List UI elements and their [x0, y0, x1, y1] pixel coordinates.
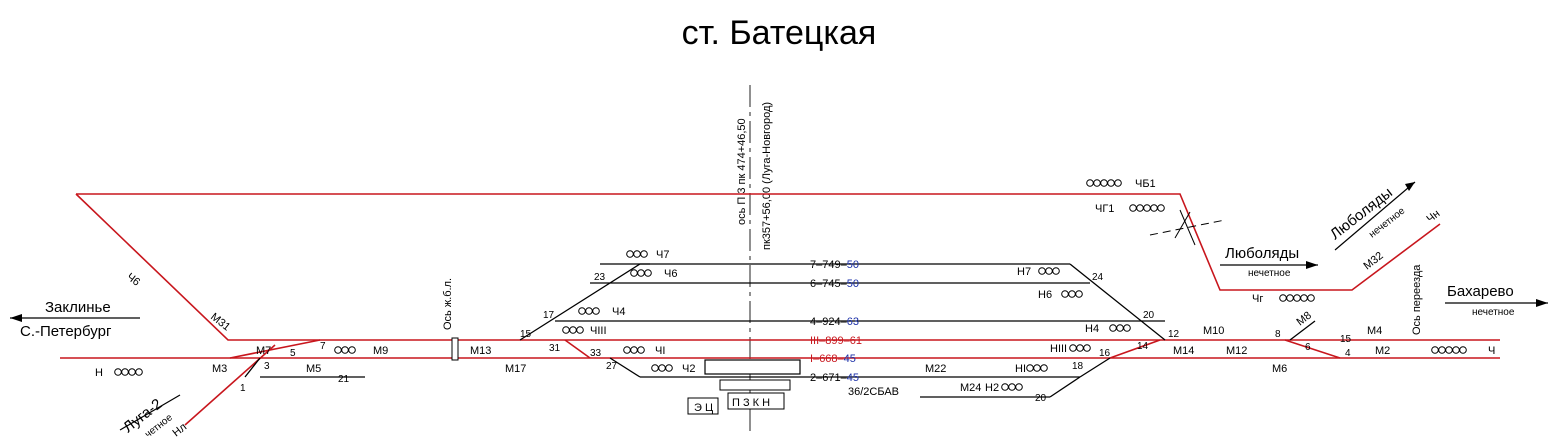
svg-text:ЧГ1: ЧГ1 [1095, 203, 1114, 215]
svg-text:М13: М13 [470, 345, 491, 357]
svg-text:Чг: Чг [1252, 293, 1263, 305]
svg-text:М8: М8 [1294, 309, 1313, 328]
svg-text:Ч7: Ч7 [656, 249, 669, 261]
svg-text:18: 18 [1072, 361, 1084, 372]
crossing-marks [1149, 209, 1226, 246]
svg-text:С.-Петербург: С.-Петербург [20, 323, 112, 340]
stub-20: 20 [1035, 393, 1047, 404]
ec-box [687, 397, 719, 415]
svg-text:Н6: Н6 [1038, 289, 1052, 301]
svg-text:33: 33 [590, 348, 602, 359]
svg-text:6: 6 [1305, 342, 1311, 353]
svg-text:ЧБ1: ЧБ1 [1135, 178, 1156, 190]
axis-label-2: пк357+56,00 (Луга-Новгород) [761, 102, 773, 250]
svg-text:12: 12 [1168, 329, 1180, 340]
svg-text:23: 23 [594, 272, 606, 283]
svg-text:Чн: Чн [1424, 208, 1442, 226]
os-jbl-marker [451, 337, 459, 361]
side-tracks [244, 263, 1316, 398]
pzkn-box [719, 379, 791, 391]
svg-text:24: 24 [1092, 272, 1104, 283]
direction-lyubolyady-up: Люболяды нечетное [1327, 181, 1416, 251]
svg-text:М12: М12 [1226, 345, 1247, 357]
platform-rect [704, 359, 801, 375]
direction-bakharevo: Бахарево нечетное [1445, 283, 1548, 318]
svg-text:ЧIII: ЧIII [590, 325, 607, 337]
svg-text:М31: М31 [208, 311, 232, 334]
direction-lyubolyady: Люболяды нечетное [1220, 245, 1318, 279]
svg-text:Н4: Н4 [1085, 323, 1099, 335]
svg-text:8: 8 [1275, 329, 1281, 340]
svg-text:4: 4 [1345, 348, 1351, 359]
track-I: I–668–45 [810, 353, 856, 365]
svg-text:Ч4: Ч4 [612, 306, 625, 318]
sbav-label: 36/2СБАВ [848, 386, 899, 398]
svg-text:М24: М24 [960, 382, 981, 394]
svg-text:Н: Н [95, 367, 103, 379]
track-7: 7–749–50 [810, 259, 859, 271]
svg-text:М6: М6 [1272, 363, 1287, 375]
svg-text:Ч6: Ч6 [124, 271, 142, 289]
svg-text:16: 16 [1099, 348, 1111, 359]
svg-text:М22: М22 [925, 363, 946, 375]
axis-label-1: ось П 3 пк 474+46,50 [736, 118, 748, 225]
track-6: 6–745–50 [810, 278, 859, 290]
svg-text:20: 20 [1143, 310, 1155, 321]
svg-text:Н7: Н7 [1017, 266, 1031, 278]
track-III: III–899–61 [810, 335, 862, 347]
svg-text:7: 7 [320, 341, 326, 352]
svg-text:3: 3 [264, 361, 270, 372]
svg-text:Люболяды: Люболяды [1327, 184, 1396, 243]
svg-text:М5: М5 [306, 363, 321, 375]
svg-text:НIII: НIII [1050, 343, 1067, 355]
svg-text:Н2: Н2 [985, 382, 999, 394]
svg-text:М2: М2 [1375, 345, 1390, 357]
main-tracks [60, 193, 1500, 426]
svg-text:31: 31 [549, 343, 561, 354]
svg-text:НI: НI [1015, 363, 1026, 375]
svg-text:Люболяды: Люболяды [1225, 245, 1299, 262]
svg-text:17: 17 [543, 310, 555, 321]
svg-text:М10: М10 [1203, 325, 1224, 337]
svg-text:М17: М17 [505, 363, 526, 375]
svg-text:М3: М3 [212, 363, 227, 375]
svg-text:нечетное: нечетное [1472, 307, 1515, 318]
svg-text:14: 14 [1137, 341, 1149, 352]
svg-text:15: 15 [520, 329, 532, 340]
direction-zaklinye: Заклинье С.-Петербург [10, 299, 140, 340]
signal-labels: Н М3 М7 М5 М9 М31 Ч6 Нл М13 М17 Ч7 Ч6 Ч4… [95, 178, 1495, 439]
svg-text:Заклинье: Заклинье [45, 299, 111, 316]
os-jbl-label: Ось ж.б.л. [442, 278, 454, 330]
page-title: ст. Батецкая [681, 14, 877, 52]
direction-luga2: Луга-2 четное [119, 394, 181, 439]
svg-text:Ч6: Ч6 [664, 268, 677, 280]
svg-text:Ч: Ч [1488, 345, 1495, 357]
os-pereezda-label: Ось переезда [1411, 264, 1423, 335]
svg-text:М9: М9 [373, 345, 388, 357]
svg-text:5: 5 [290, 348, 296, 359]
svg-text:М32: М32 [1361, 250, 1385, 273]
svg-text:27: 27 [606, 361, 618, 372]
svg-text:1: 1 [240, 383, 246, 394]
track-2: 2–671–45 [810, 372, 859, 384]
ec-label: Э Ц [694, 402, 713, 414]
svg-text:ЧI: ЧI [655, 345, 665, 357]
svg-text:Ч2: Ч2 [682, 363, 695, 375]
signal-lamps [114, 179, 1467, 391]
svg-text:нечетное: нечетное [1248, 268, 1291, 279]
svg-text:М7: М7 [256, 345, 271, 357]
svg-text:15: 15 [1340, 334, 1352, 345]
svg-text:Бахарево: Бахарево [1447, 283, 1514, 300]
track-4: 4–924–63 [810, 316, 859, 328]
pzkn-label: П З К Н [732, 397, 770, 409]
switch-numbers: 1 3 5 7 15 17 23 31 33 27 18 16 14 12 20… [240, 272, 1352, 394]
svg-text:М14: М14 [1173, 345, 1194, 357]
stub-21: 21 [338, 374, 350, 385]
svg-text:М4: М4 [1367, 325, 1382, 337]
pzkn-label-box [727, 392, 785, 410]
track-labels: 7–749–50 6–745–50 4–924–63 III–899–61 I–… [810, 259, 862, 384]
